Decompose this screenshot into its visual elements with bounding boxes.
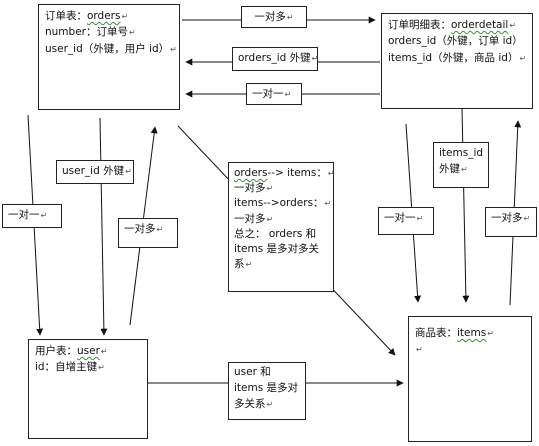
paragraph-mark: ↵ bbox=[245, 260, 253, 270]
orders-title-name: orders bbox=[87, 10, 121, 22]
user-table-box: 用户表：user↵ id：自增主键↵ bbox=[28, 339, 148, 439]
paragraph-mark: ↵ bbox=[266, 184, 274, 194]
user-title-prefix: 用户表： bbox=[35, 345, 77, 357]
paragraph-mark: ↵ bbox=[266, 399, 274, 409]
note-items-to-orders: items-->orders： bbox=[234, 197, 324, 210]
paragraph-mark: ↵ bbox=[509, 21, 517, 30]
paragraph-mark: ↵ bbox=[266, 214, 274, 224]
paragraph-mark: ↵ bbox=[461, 165, 468, 175]
items-table-box: 商品表：items↵ ↵ bbox=[408, 316, 532, 442]
orders-title-prefix: 订单表： bbox=[45, 10, 87, 22]
note-one-to-many-a: 一对多 bbox=[234, 182, 266, 195]
paragraph-mark: ↵ bbox=[125, 167, 132, 176]
paragraph-mark: ↵ bbox=[128, 28, 136, 38]
label-items-id-fk: items_id 外键↵ bbox=[433, 142, 489, 188]
label-one-to-one-right: 一对一↵ bbox=[378, 207, 434, 235]
orderdetail-title-prefix: 订单明细表： bbox=[388, 19, 451, 31]
paragraph-mark: ↵ bbox=[311, 54, 319, 63]
label-user-items-relation: user 和 items 是多对多关系↵ bbox=[228, 362, 306, 420]
orders-number-field: number：订单号 bbox=[45, 26, 128, 39]
arrow-orders-to-user-b bbox=[99, 117, 108, 336]
paragraph-mark: ↵ bbox=[286, 13, 294, 22]
user-title-name: user bbox=[77, 345, 100, 357]
paragraph-mark: ↵ bbox=[284, 90, 292, 99]
paragraph-mark: ↵ bbox=[523, 214, 531, 223]
orders-user-id-field: user_id（外键，用户 id） bbox=[45, 42, 170, 55]
paragraph-mark: ↵ bbox=[487, 329, 494, 338]
orderdetail-title-name: orderdetail bbox=[451, 19, 509, 31]
paragraph-mark: ↵ bbox=[98, 363, 105, 373]
paragraph-mark: ↵ bbox=[170, 44, 177, 54]
label-one-to-many-top: 一对多↵ bbox=[241, 6, 307, 28]
note-orders-name: orders bbox=[234, 167, 268, 179]
paragraph-mark: ↵ bbox=[416, 345, 423, 355]
label-one-to-one-left: 一对一↵ bbox=[2, 204, 62, 228]
label-one-to-many-right: 一对多↵ bbox=[485, 207, 537, 237]
paragraph-mark: ↵ bbox=[121, 12, 129, 21]
items-title-prefix: 商品表： bbox=[415, 327, 457, 339]
paragraph-mark: ↵ bbox=[327, 169, 335, 178]
paragraph-mark: ↵ bbox=[324, 199, 332, 209]
orderdetail-table-box: 订单明细表：orderdetail↵ orders_id（外键，订单 id） i… bbox=[381, 13, 533, 109]
relation-note-box: orders--> items：↵ 一对多↵ items-->orders：↵ … bbox=[228, 162, 335, 292]
paragraph-mark: ↵ bbox=[40, 211, 48, 220]
label-one-to-many-left: 一对多↵ bbox=[118, 218, 178, 248]
orderdetail-orders-id-field: orders_id（外键，订单 id） bbox=[388, 35, 523, 48]
paragraph-mark: ↵ bbox=[519, 53, 527, 63]
orders-table-box: 订单表：orders↵ number：订单号↵ user_id（外键，用户 id… bbox=[38, 4, 180, 110]
paragraph-mark: ↵ bbox=[156, 225, 164, 234]
orderdetail-items-id-field: items_id（外键，商品 id） bbox=[388, 51, 519, 64]
note-one-to-many-b: 一对多 bbox=[234, 212, 266, 225]
paragraph-mark: ↵ bbox=[100, 347, 108, 356]
label-one-to-one-top: 一对一↵ bbox=[246, 83, 302, 105]
paragraph-mark: ↵ bbox=[416, 214, 424, 223]
label-orders-id-fk: orders_id 外键↵ bbox=[232, 47, 318, 71]
arrow-orderdetail-to-items-b bbox=[461, 107, 470, 303]
user-id-field: id：自增主键 bbox=[35, 361, 98, 374]
items-title-name: items bbox=[457, 327, 487, 339]
label-user-id-fk: user_id 外键↵ bbox=[56, 160, 134, 184]
note-summary: 总之： orders 和 items 是多对多关系 bbox=[234, 227, 320, 271]
note-orders-to-items: --> items： bbox=[267, 167, 327, 179]
